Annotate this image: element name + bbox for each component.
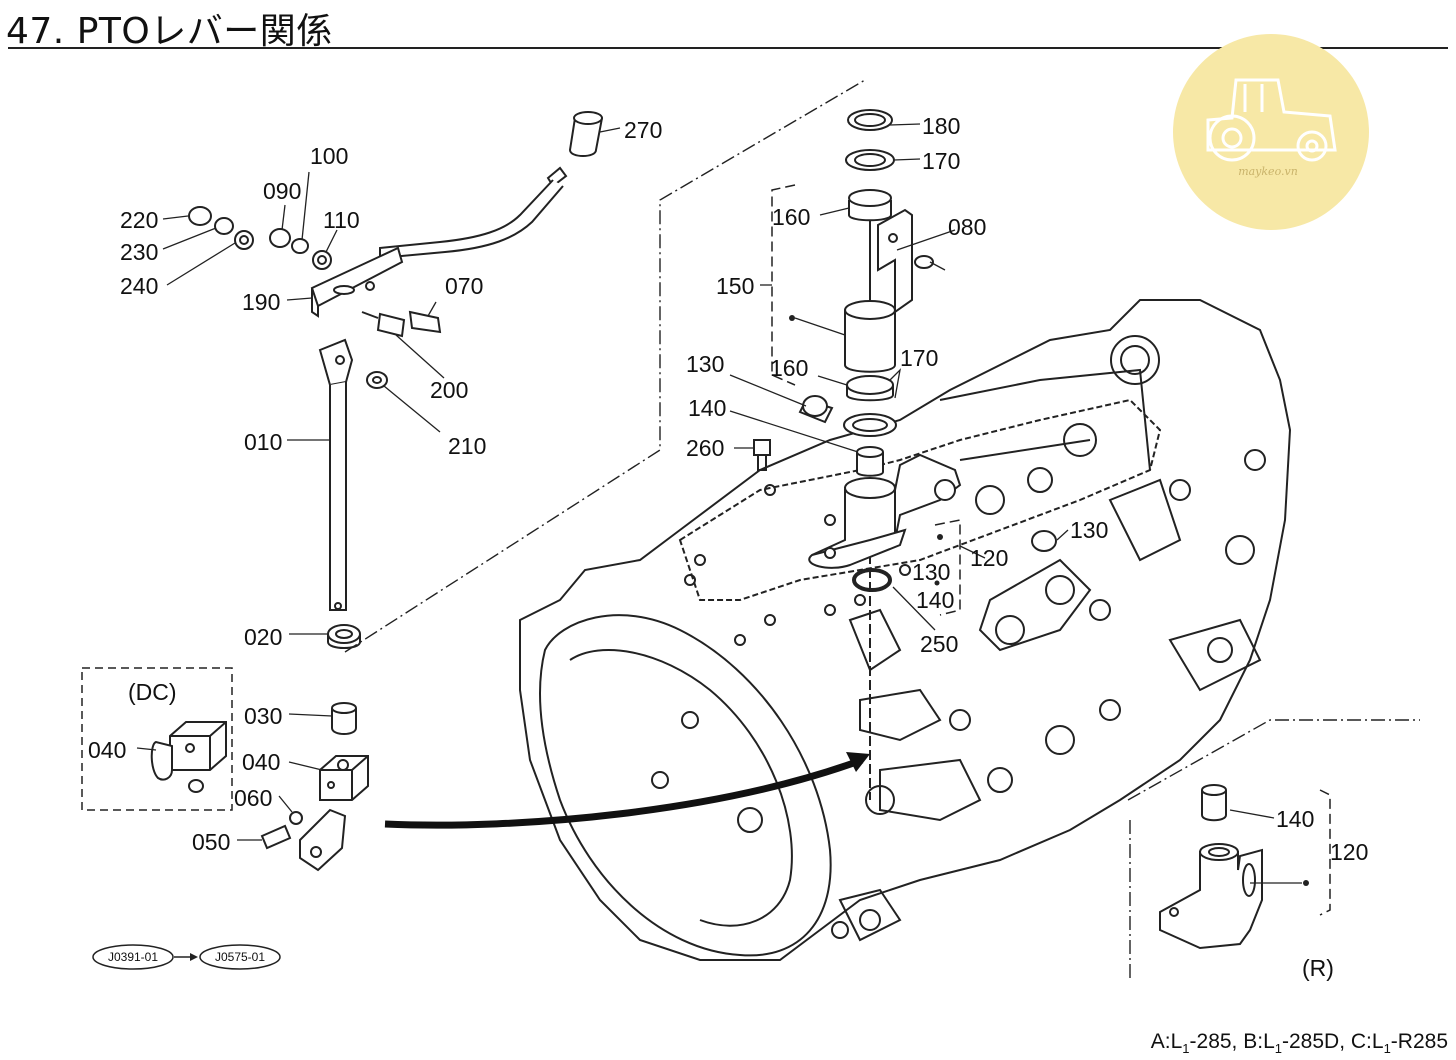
watermark-circle <box>1173 34 1369 230</box>
callout-160-top: 160 <box>772 204 810 230</box>
callout-040: 040 <box>242 749 280 775</box>
title-divider <box>8 47 1448 49</box>
washer-060 <box>289 811 303 825</box>
callout-120: 120 <box>970 545 1008 571</box>
callout-140-upper: 140 <box>688 395 726 421</box>
callout-210: 210 <box>448 433 486 459</box>
bolt-070 <box>408 310 442 334</box>
r-variant-label: (R) <box>1302 955 1334 981</box>
arrow-indicator <box>384 752 870 829</box>
footer-c-prefix: C:L <box>1350 1030 1384 1053</box>
callout-250: 250 <box>920 631 958 657</box>
lower-bracket-assembly <box>260 702 369 872</box>
callout-070: 070 <box>445 273 483 299</box>
footer-b-model: -285D, <box>1282 1030 1346 1053</box>
callout-170-top: 170 <box>922 148 960 174</box>
model-applicability-footer: A:L1-285, B:L1-285D, C:L1-R285 <box>1151 1030 1448 1056</box>
section-lines <box>344 79 1420 980</box>
footer-c-model: -R285 <box>1390 1030 1448 1053</box>
callout-140-lower: 140 <box>916 587 954 613</box>
lever-rod <box>379 179 564 260</box>
washer-100 <box>291 238 309 254</box>
washer-230 <box>214 217 234 235</box>
callout-160-bottom: 160 <box>770 355 808 381</box>
callout-220: 220 <box>120 207 158 233</box>
callout-labels: 270 100 090 110 220 230 240 070 190 200 … <box>88 113 1368 981</box>
collar-140 <box>856 452 884 477</box>
callout-050: 050 <box>192 829 230 855</box>
bushing-160-bottom <box>846 375 894 395</box>
callout-150: 150 <box>716 273 754 299</box>
ref-to-text: J0575-01 <box>215 950 265 964</box>
lever-assembly <box>188 111 604 649</box>
callout-230: 230 <box>120 239 158 265</box>
callout-020: 020 <box>244 624 282 650</box>
collar-140-r <box>1201 790 1227 822</box>
callout-260: 260 <box>686 435 724 461</box>
leader-lines <box>136 123 1302 884</box>
shift-plate <box>877 208 913 314</box>
bolt-260-head <box>753 439 771 456</box>
tractor-icon <box>1206 78 1337 162</box>
dc-variant-label: (DC) <box>128 679 177 705</box>
ref-from-text: J0391-01 <box>108 950 158 964</box>
ref-badge-to <box>199 944 281 970</box>
watermark-logo: maykeo.vn <box>1173 34 1369 230</box>
callout-140-r: 140 <box>1276 806 1314 832</box>
dc-detail <box>81 667 233 811</box>
callout-240: 240 <box>120 273 158 299</box>
bolt-200 <box>376 312 406 338</box>
callout-090: 090 <box>263 178 301 204</box>
footer-a-model: -285, <box>1189 1030 1238 1053</box>
shaft-tube <box>844 310 896 373</box>
callout-100: 100 <box>310 143 348 169</box>
callout-060: 060 <box>234 785 272 811</box>
callout-030: 030 <box>244 703 282 729</box>
callout-190: 190 <box>242 289 280 315</box>
footer-a-sub: 1 <box>1182 1041 1190 1057</box>
callout-010: 010 <box>244 429 282 455</box>
callout-120-r: 120 <box>1330 839 1368 865</box>
transmission-housing <box>519 299 1292 961</box>
callout-110: 110 <box>323 207 360 233</box>
bush-130-right <box>1031 530 1057 552</box>
page-title: 47. PTOレバー関係 <box>6 11 333 52</box>
callout-170-bottom: 170 <box>900 345 938 371</box>
link-rod-010 <box>329 382 347 611</box>
callout-040-dc: 040 <box>88 737 126 763</box>
r-variant-detail <box>1159 784 1263 950</box>
ref-badge-from <box>92 944 174 970</box>
shaft-assembly <box>753 109 1057 592</box>
washer-080 <box>914 255 934 269</box>
callout-080: 080 <box>948 214 986 240</box>
nut-090 <box>269 228 291 248</box>
footer-c-sub: 1 <box>1383 1041 1391 1057</box>
callout-130-right: 130 <box>1070 517 1108 543</box>
callout-130-lower: 130 <box>912 559 950 585</box>
reference-badges: J0391-01 J0575-01 <box>92 944 281 970</box>
footer-b-prefix: B:L <box>1243 1030 1275 1053</box>
ref-arrow-icon <box>190 953 198 961</box>
footer-b-sub: 1 <box>1274 1041 1282 1057</box>
callout-130-upper: 130 <box>686 351 724 377</box>
group-brackets <box>771 184 1331 916</box>
housing-120 <box>808 528 907 569</box>
bushing-030 <box>331 708 357 735</box>
o-ring-250 <box>852 568 892 592</box>
callout-180: 180 <box>922 113 960 139</box>
nut-220 <box>188 206 212 226</box>
bolt-050 <box>260 824 292 850</box>
callout-270: 270 <box>624 117 662 143</box>
callout-200: 200 <box>430 377 468 403</box>
footer-a-prefix: A:L <box>1150 1030 1183 1053</box>
bracket-plate <box>299 808 347 872</box>
watermark-text: maykeo.vn <box>1238 165 1298 178</box>
